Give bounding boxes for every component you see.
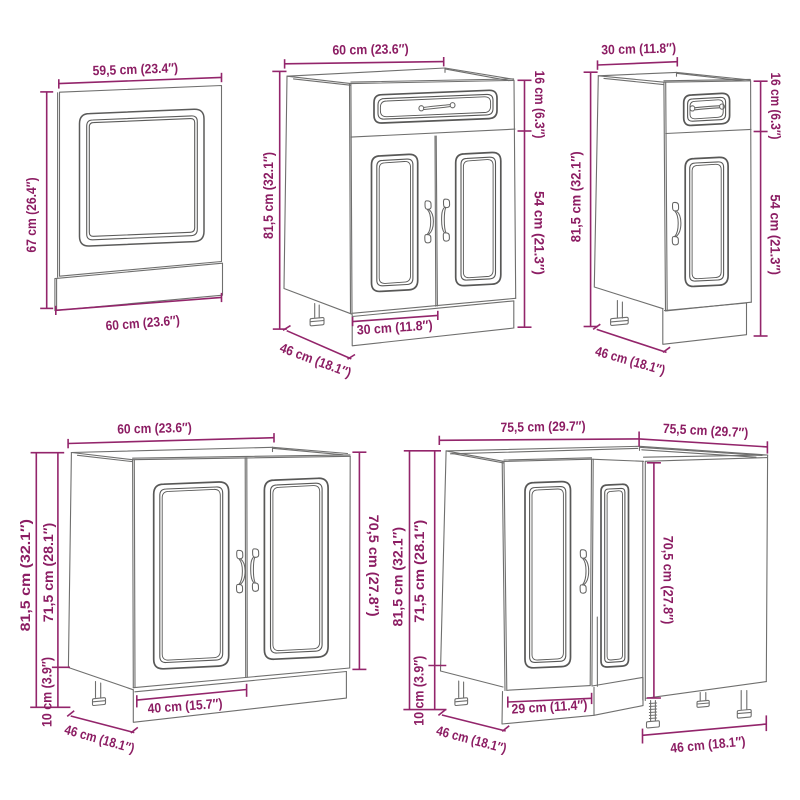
svg-text:70,5 cm (27.8″): 70,5 cm (27.8″)	[661, 536, 676, 625]
svg-text:71,5 cm (28.1″): 71,5 cm (28.1″)	[41, 523, 56, 623]
svg-text:70,5 cm (27.8″): 70,5 cm (27.8″)	[366, 515, 381, 617]
svg-text:60 cm (23.6″): 60 cm (23.6″)	[117, 420, 192, 437]
svg-text:54 cm (21.3″): 54 cm (21.3″)	[767, 194, 782, 275]
svg-text:81,5 cm (32.1″): 81,5 cm (32.1″)	[390, 527, 405, 627]
svg-text:75,5 cm (29.7″): 75,5 cm (29.7″)	[662, 421, 748, 440]
svg-text:67 cm (26.4″): 67 cm (26.4″)	[24, 177, 39, 252]
svg-text:81,5 cm (32.1″): 81,5 cm (32.1″)	[261, 152, 276, 239]
svg-text:60 cm (23.6″): 60 cm (23.6″)	[105, 313, 180, 334]
svg-text:30 cm (11.8″): 30 cm (11.8″)	[356, 317, 433, 337]
svg-text:54 cm (21.3″): 54 cm (21.3″)	[532, 191, 547, 275]
svg-text:40 cm (15.7″): 40 cm (15.7″)	[147, 696, 223, 716]
svg-text:16 cm (6.3″): 16 cm (6.3″)	[532, 71, 547, 139]
svg-text:59,5 cm (23.4″): 59,5 cm (23.4″)	[92, 60, 178, 78]
svg-text:60 cm (23.6″): 60 cm (23.6″)	[332, 41, 409, 57]
svg-text:16 cm (6.3″): 16 cm (6.3″)	[768, 73, 783, 140]
svg-text:71,5 cm (28.1″): 71,5 cm (28.1″)	[412, 520, 427, 623]
svg-text:75,5 cm (29.7″): 75,5 cm (29.7″)	[500, 418, 585, 434]
svg-text:81,5 cm (32.1″): 81,5 cm (32.1″)	[18, 519, 33, 631]
svg-text:29 cm (11.4″): 29 cm (11.4″)	[511, 697, 588, 716]
svg-text:10 cm (3.9″): 10 cm (3.9″)	[40, 657, 55, 727]
svg-text:81,5 cm (32.1″): 81,5 cm (32.1″)	[569, 151, 584, 242]
svg-text:46 cm (18.1″): 46 cm (18.1″)	[670, 734, 746, 756]
svg-text:10 cm (3.9″): 10 cm (3.9″)	[412, 656, 427, 726]
svg-text:30 cm (11.8″): 30 cm (11.8″)	[601, 40, 676, 57]
